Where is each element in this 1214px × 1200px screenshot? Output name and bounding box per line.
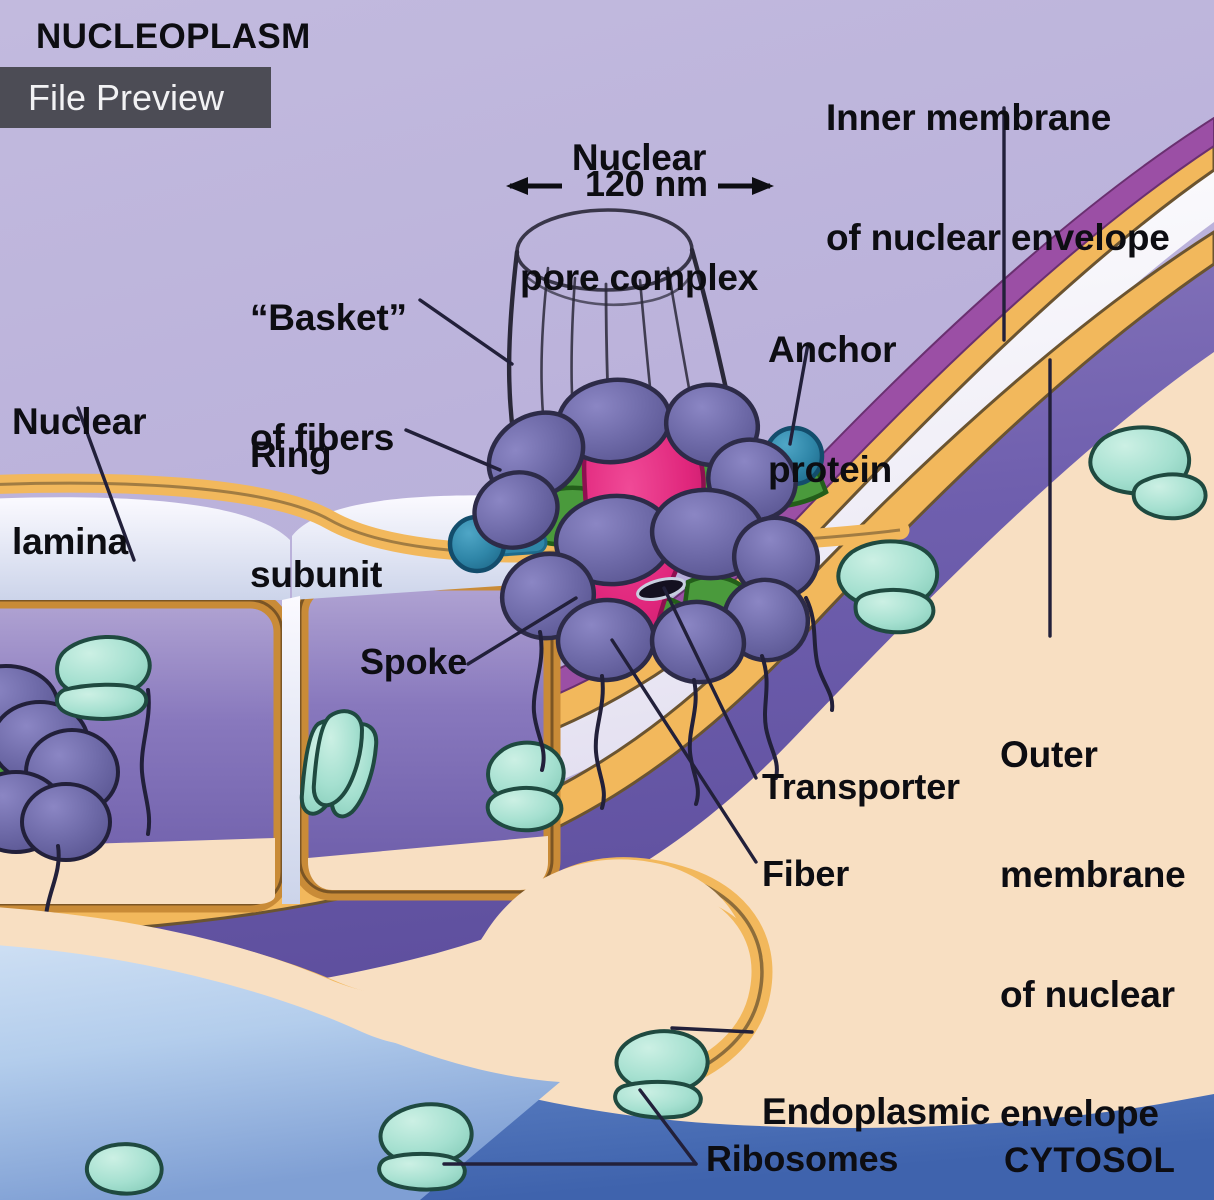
label-line: Ring [250,433,332,475]
label-nucleoplasm: NUCLEOPLASM [36,17,311,56]
label-basket-of-fibers: “Basket” of fibers [250,218,407,538]
partial-pore-complex-left [0,664,120,862]
label-line: Nuclear [12,400,147,442]
label-line: of nuclear [1000,973,1175,1015]
ribosome-cutaway-a [55,635,152,721]
label-pore-diameter: 120 nm [585,163,708,204]
leader-nuclear-lamina [76,406,136,562]
label-line: Nuclear [571,136,707,178]
label-line: protein [768,448,892,490]
label-inner-membrane: Inner membrane of nuclear envelope [826,18,1170,338]
label-spoke: Spoke [360,641,468,682]
label-line: Anchor [768,328,897,370]
label-ring-subunit: Ring subunit [250,355,382,675]
label-line: subunit [250,553,383,595]
label-line: envelope [1000,1093,1159,1135]
leader-ribosomes-b [638,1088,698,1166]
ribosome-cytosol-3 [485,740,566,833]
label-line: of fibers [250,416,395,458]
leader-endoplasmic-reticulum [670,1026,754,1034]
cutaway-cytosol-floor-right [308,836,548,890]
label-ribosomes: Ribosomes [706,1138,899,1179]
ribosome-er-2 [613,1029,710,1120]
file-preview-label: File Preview [28,76,225,118]
label-line: Inner membrane [826,96,1112,138]
leader-lines [76,106,1052,1166]
label-transporter: Transporter [762,766,960,807]
label-line: lamina [12,520,129,562]
fiber-strand-left-2 [139,688,152,836]
label-fiber: Fiber [762,853,850,894]
label-line: pore complex [520,256,759,298]
ribosome-cytosol-4 [311,709,365,808]
label-nuclear-pore-complex: Nuclear pore complex [520,58,758,378]
leader-basket [418,298,514,366]
leader-fiber [610,638,758,864]
ribosome-er-3 [84,1142,164,1196]
leader-ring-subunit [404,428,502,472]
label-line: “Basket” [250,296,407,338]
ribosome-cytosol-1 [1088,425,1208,521]
label-anchor-protein: Anchor protein [768,250,897,570]
leader-transporter [662,586,758,780]
cutaway-lumen-gap [282,596,300,904]
ribosome-cytosol-2 [836,539,940,635]
ribosome-er-1 [377,1102,474,1192]
label-endoplasmic-reticulum: Endoplasmic reticulum [762,1012,990,1200]
label-line: membrane [1000,853,1186,895]
er-loop-interior [0,859,736,1046]
label-outer-membrane: Outer membrane of nuclear envelope [1000,655,1186,1200]
ring-subunit-group [472,377,821,685]
label-line: of nuclear envelope [826,216,1170,258]
label-line: Endoplasmic [762,1090,991,1132]
nuclear-pore-complex [447,377,835,810]
label-nuclear-lamina: Nuclear lamina [12,322,147,642]
label-cytosol: CYTOSOL [1004,1141,1176,1180]
file-preview-badge[interactable]: File Preview [0,67,271,128]
ring-subunit [472,470,560,550]
transporter-channel-opening [636,577,686,601]
label-line: Outer [1000,733,1098,775]
leader-anchor-protein [788,342,810,446]
cytoplasmic-fibers [531,596,835,810]
leader-spoke [466,596,578,666]
